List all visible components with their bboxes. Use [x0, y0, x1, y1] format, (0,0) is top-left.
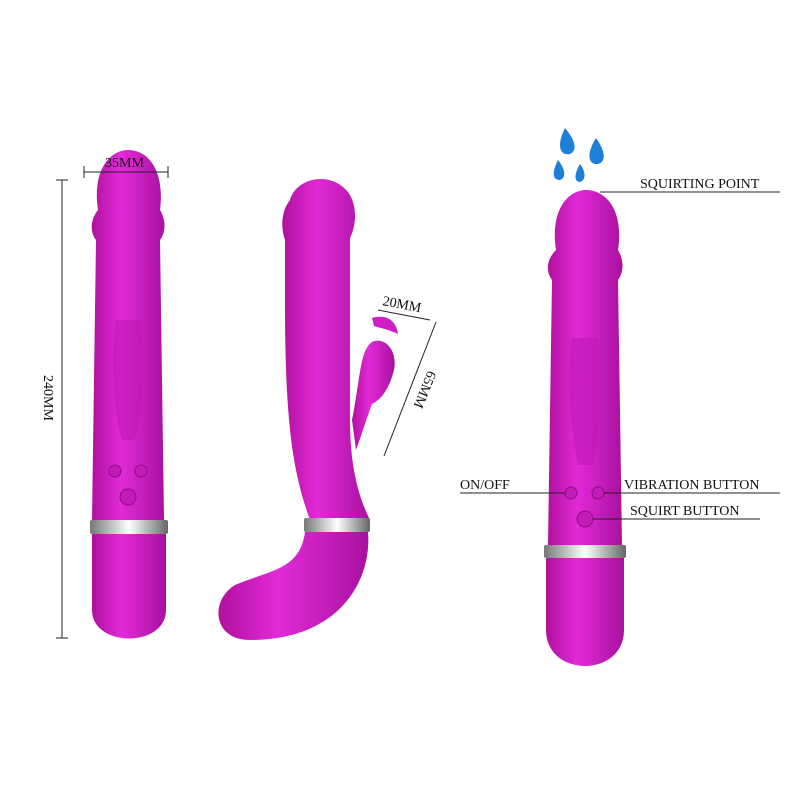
product-callout-view [544, 190, 626, 666]
rabbit-arm [352, 340, 395, 450]
power-button-icon [108, 464, 122, 478]
silver-band [90, 520, 168, 534]
silver-band [544, 545, 626, 558]
vibration-button-icon [591, 486, 605, 500]
squirt-button-icon [576, 510, 594, 528]
squirt-button-icon [119, 488, 137, 506]
product-side-view [218, 178, 398, 640]
vibration-button-label: VIBRATION BUTTON [624, 478, 759, 493]
product-front-view [90, 150, 168, 639]
silver-band [304, 518, 370, 532]
on-off-label: ON/OFF [460, 478, 510, 493]
rabbit-length-label: 65MM [410, 369, 439, 411]
width-label: 35MM [105, 156, 144, 171]
squirt-button-label: SQUIRT BUTTON [630, 504, 739, 519]
length-label: 240MM [40, 375, 55, 421]
rabbit-ears [113, 320, 143, 440]
squirting-point-label: SQUIRTING POINT [640, 177, 760, 192]
vibration-button-icon [134, 464, 148, 478]
power-button-icon [564, 486, 578, 500]
rabbit-width-label: 20MM [381, 294, 423, 316]
water-splash-icon [553, 128, 604, 182]
